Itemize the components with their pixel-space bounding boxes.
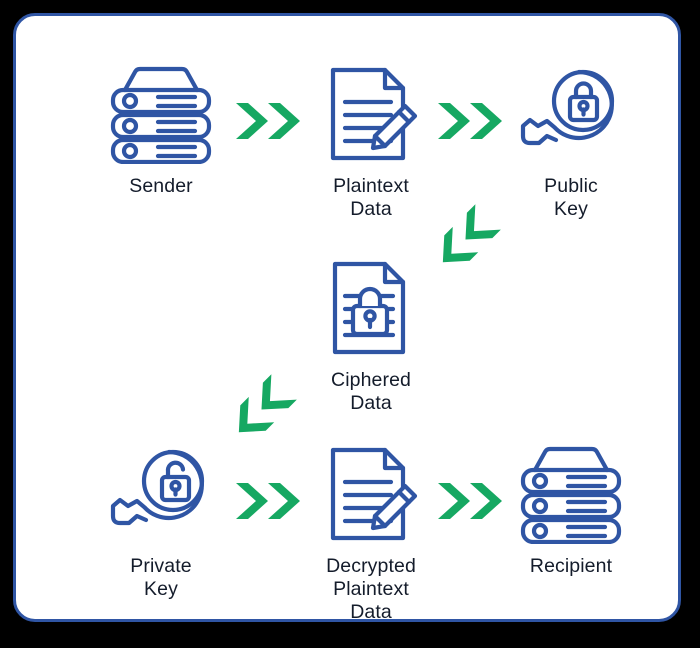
node-label: Sender xyxy=(129,175,193,197)
double-chevron-down-left-icon xyxy=(421,196,505,280)
node-private-key: Private Key xyxy=(101,444,221,601)
node-decrypted-plaintext-data: Decrypted Plaintext Data xyxy=(306,444,436,624)
document-pencil-icon xyxy=(319,444,423,549)
diagram-card: Sender xyxy=(13,13,681,624)
node-label: Public Key xyxy=(544,175,598,220)
double-chevron-down-left-icon xyxy=(217,366,301,450)
node-sender: Sender xyxy=(101,64,221,198)
double-chevron-right-icon xyxy=(234,479,304,528)
double-chevron-right-icon xyxy=(436,99,506,148)
node-recipient: Recipient xyxy=(511,444,631,578)
double-chevron-right-icon xyxy=(234,99,304,148)
node-label: Ciphered Data xyxy=(331,369,411,414)
server-stack-icon xyxy=(515,444,627,549)
key-open-lock-icon xyxy=(107,444,215,549)
node-public-key: Public Key xyxy=(511,64,631,221)
node-label: Decrypted Plaintext Data xyxy=(326,555,416,623)
document-pencil-icon xyxy=(319,64,423,169)
node-label: Recipient xyxy=(529,555,613,577)
node-label: Plaintext Data xyxy=(333,175,409,220)
node-ciphered-data: Ciphered Data xyxy=(312,258,430,415)
key-closed-lock-icon xyxy=(517,64,625,169)
node-label: Private Key xyxy=(130,555,192,600)
document-padlock-icon xyxy=(319,258,423,363)
server-stack-icon xyxy=(105,64,217,169)
node-plaintext-data: Plaintext Data xyxy=(312,64,430,221)
double-chevron-right-icon xyxy=(436,479,506,528)
